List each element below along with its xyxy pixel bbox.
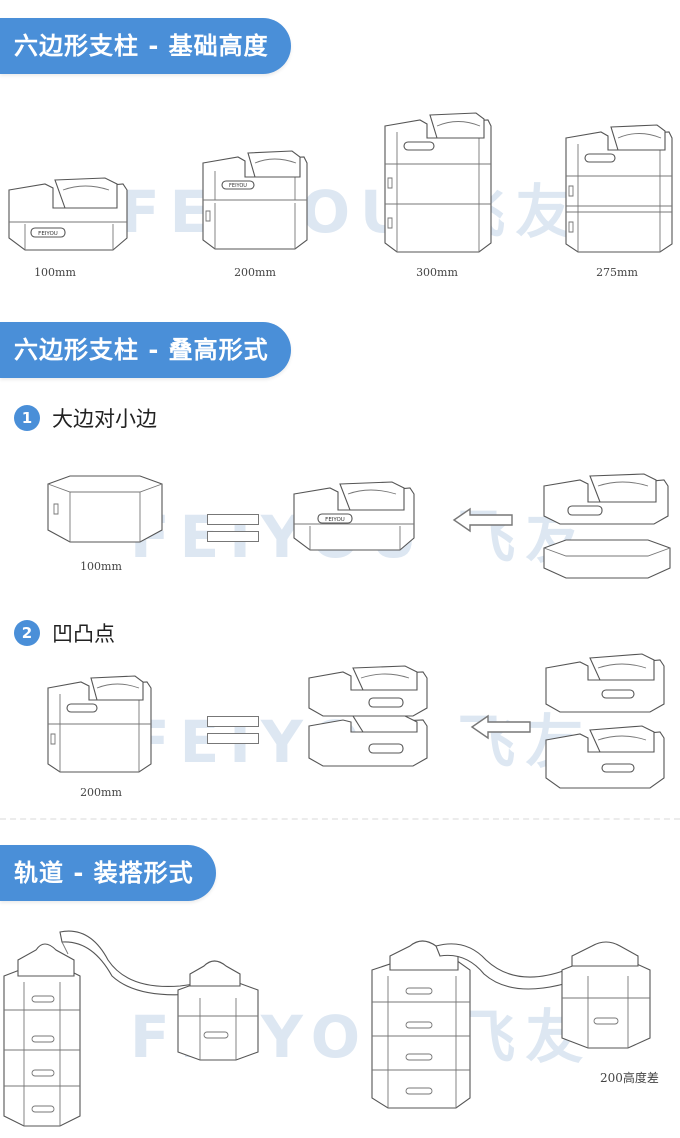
two-pillars-illustration: [542, 648, 672, 798]
step-2: 2 凹凸点: [14, 618, 115, 648]
pillar-300mm-illustration: [382, 108, 494, 258]
equals-sign-2: [207, 716, 259, 750]
section-title-stacking: 六边形支柱 - 叠高形式: [0, 322, 291, 378]
arrow-left-2: [470, 714, 531, 740]
label-200mm-step2: 200mm: [80, 786, 122, 799]
pillar-and-ring-illustration: [540, 464, 675, 582]
label-275mm: 275mm: [596, 266, 638, 279]
pillar-100mm-illustration: FEIYOU: [5, 168, 130, 258]
ring-100mm-illustration: [40, 470, 170, 550]
pillar-200mm-illustration: FEIYOU: [200, 145, 310, 255]
pillar-200mm-step2-illustration: [45, 670, 155, 778]
section-title-track: 轨道 - 装搭形式: [0, 845, 216, 901]
step-1-number: 1: [14, 405, 40, 431]
logo-text: FEIYOU: [38, 231, 58, 237]
track-assembly-right-illustration: [366, 934, 666, 1114]
label-200mm: 200mm: [234, 266, 276, 279]
section-divider: [0, 818, 680, 820]
label-300mm: 300mm: [416, 266, 458, 279]
equals-sign-1: [207, 514, 259, 548]
label-100mm: 100mm: [34, 266, 76, 279]
arrow-left-1: [452, 507, 513, 533]
logo-text: FEIYOU: [229, 183, 247, 189]
section-title-base-height: 六边形支柱 - 基础高度: [0, 18, 291, 74]
label-ring-100mm: 100mm: [80, 560, 122, 573]
logo-text: FEIYOU: [325, 517, 345, 523]
stacked-pillars-illustration: [305, 660, 435, 772]
track-assembly-left-illustration: [0, 920, 290, 1130]
step-2-number: 2: [14, 620, 40, 646]
step-1-text: 大边对小边: [52, 407, 157, 431]
step-2-text: 凹凸点: [52, 622, 115, 646]
pillar-275mm-illustration: [563, 120, 675, 258]
step-1: 1 大边对小边: [14, 403, 157, 433]
watermark-1: FEIYOU 飞友: [120, 178, 584, 246]
pillar-100mm-result-illustration: FEIYOU: [290, 474, 420, 556]
height-difference-note: 200高度差: [600, 1071, 659, 1085]
